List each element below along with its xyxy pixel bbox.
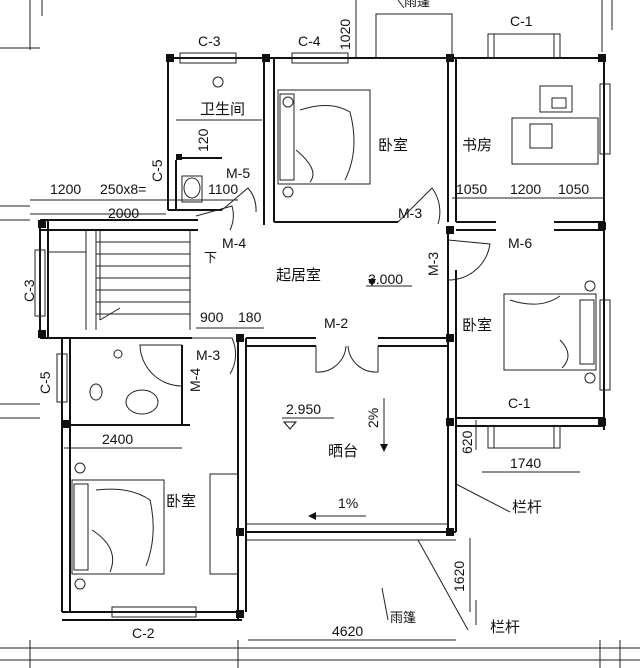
slope-arrows [282, 279, 388, 520]
door-m3-top: M-3 [398, 205, 422, 221]
window-c5-left: C-5 [149, 159, 165, 182]
railing-label-1: 栏杆 [512, 498, 542, 516]
door-m4-bath: M-4 [187, 368, 203, 392]
bed-bottom [71, 462, 165, 590]
door-m2: M-2 [324, 315, 348, 331]
slope-terrace-h: 1% [338, 495, 358, 511]
door-swings [139, 187, 491, 387]
dim-1100: 1100 [208, 181, 238, 197]
level-terrace: 2.950 [286, 401, 321, 417]
door-labels: M-5 M-3 M-3 M-6 M-4 M-2 M-3 M-4 [187, 165, 532, 392]
level-living: 3.000 [368, 271, 403, 287]
window-c4-top: C-4 [298, 33, 321, 49]
door-m5: M-5 [226, 165, 250, 181]
dimension-labels: 1020 120 1200 250x8= 1100 2000 1050 1200… [50, 19, 589, 639]
dim-1740: 1740 [510, 455, 541, 471]
level-marks: 3.000 2.950 2% 1% 下 栏杆 栏杆 雨篷 雨篷 [204, 0, 542, 636]
columns [38, 54, 606, 618]
dim-1020: 1020 [337, 19, 353, 50]
stair-down-label: 下 [204, 251, 217, 266]
room-bedroom-top: 卧室 [378, 136, 408, 154]
walls [39, 57, 605, 621]
door-m3-bath: M-3 [196, 347, 220, 363]
dim-1620: 1620 [451, 561, 467, 592]
window-c1-top: C-1 [510, 13, 533, 29]
door-m4-left: M-4 [222, 235, 246, 251]
door-m6: M-6 [508, 235, 532, 251]
dim-1050a: 1050 [456, 181, 487, 197]
dim-620: 620 [459, 430, 475, 454]
room-bedroom-right: 卧室 [462, 316, 492, 334]
dim-250x8: 250x8= [100, 181, 146, 197]
window-c5-bottom: C-5 [37, 371, 53, 394]
window-labels: C-3 C-4 C-1 C-5 C-3 C-5 C-1 C-2 [21, 13, 533, 641]
dim-4620: 4620 [332, 623, 363, 639]
canopy-label-top: 雨篷 [404, 0, 430, 10]
room-bedroom-bottom: 卧室 [166, 492, 196, 510]
room-terrace: 晒台 [328, 442, 358, 460]
canopy-label-bottom: 雨篷 [390, 611, 416, 626]
window-c2-bottom: C-2 [132, 625, 155, 641]
bed-top [277, 89, 371, 198]
window-c1-right: C-1 [508, 395, 531, 411]
dim-2400: 2400 [102, 431, 133, 447]
dim-1200: 1200 [50, 181, 81, 197]
window-c3-top: C-3 [198, 33, 221, 49]
bed-right [503, 280, 597, 384]
slope-terrace-v: 2% [365, 408, 381, 428]
door-m3-mid: M-3 [425, 252, 441, 276]
dimension-lines [30, 0, 604, 641]
room-living: 起居室 [276, 266, 321, 284]
toilet-fixtures [89, 76, 239, 575]
dim-900: 900 [200, 309, 224, 325]
dim-120: 120 [195, 128, 211, 152]
railing-label-2: 栏杆 [490, 618, 520, 636]
dim-2000: 2000 [108, 205, 139, 221]
study-desk [511, 85, 599, 165]
dim-1050b: 1050 [558, 181, 589, 197]
windows [34, 13, 611, 618]
room-labels: 卫生间 卧室 书房 起居室 卧室 晒台 卧室 [166, 100, 492, 510]
dim-180: 180 [238, 309, 262, 325]
dim-1200b: 1200 [510, 181, 541, 197]
stairs [48, 230, 191, 330]
room-study: 书房 [462, 136, 492, 154]
window-c3-left: C-3 [21, 279, 37, 302]
room-toilet: 卫生间 [200, 100, 245, 118]
